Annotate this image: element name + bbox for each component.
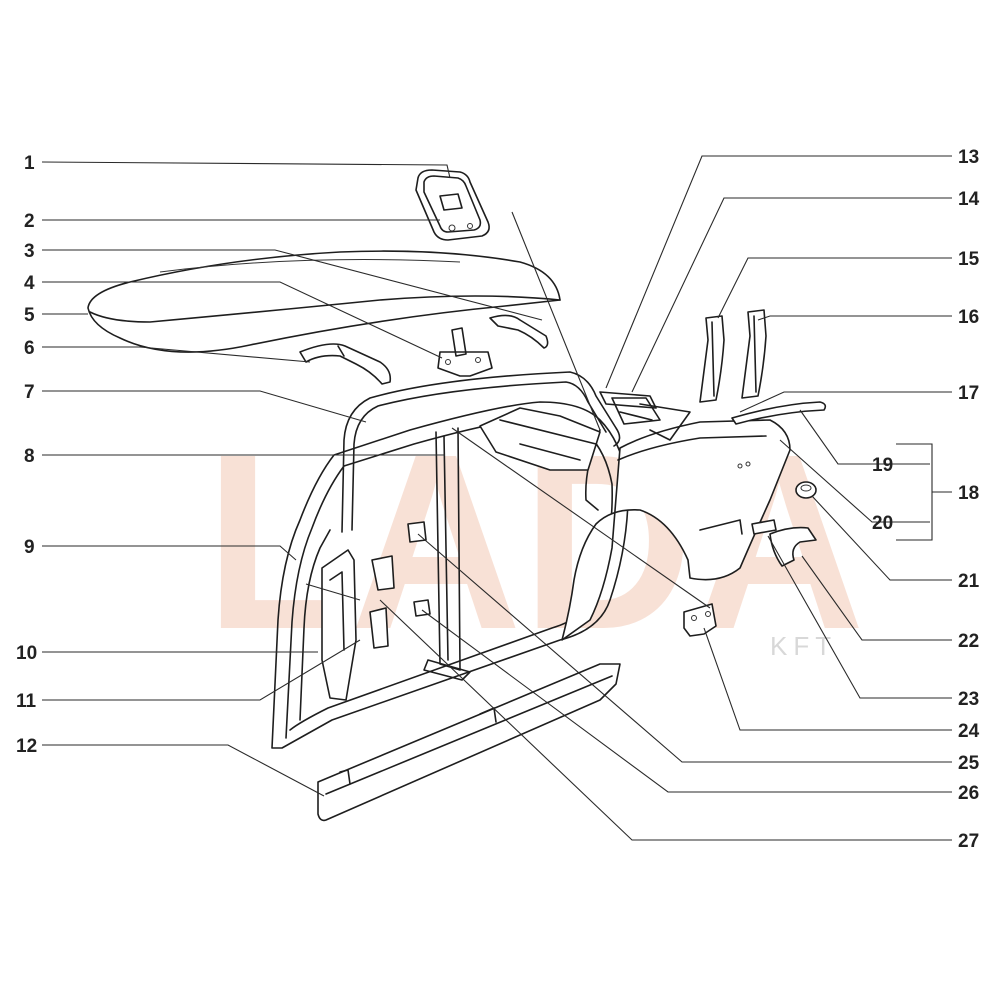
callout-18: 18 xyxy=(958,483,979,504)
callout-25: 25 xyxy=(958,753,980,774)
callout-14: 14 xyxy=(958,189,980,210)
watermark-sub: KFT xyxy=(770,631,837,661)
callout-12: 12 xyxy=(16,736,37,757)
inner-rear-panel-part xyxy=(479,407,601,471)
callout-4: 4 xyxy=(24,273,35,294)
callout-labels: 1 2 3 4 5 6 7 8 9 10 11 12 13 14 15 16 1… xyxy=(16,147,980,852)
callout-21: 21 xyxy=(958,571,980,592)
grommet-part xyxy=(795,481,817,499)
callout-9: 9 xyxy=(24,537,35,558)
callout-15: 15 xyxy=(958,249,980,270)
pillar-strips-part xyxy=(699,309,767,403)
callout-23: 23 xyxy=(958,689,979,710)
small-bracket-part xyxy=(769,526,817,567)
callout-17: 17 xyxy=(958,383,979,404)
clip-part xyxy=(751,519,777,535)
rear-window-strip-part xyxy=(731,401,827,425)
callout-2: 2 xyxy=(24,211,35,232)
leader-lines xyxy=(41,155,952,841)
rear-quarter-panel-part xyxy=(561,397,791,641)
callout-24: 24 xyxy=(958,721,980,742)
callout-5: 5 xyxy=(24,305,35,326)
sill-part xyxy=(317,663,621,822)
callout-19: 19 xyxy=(872,455,893,476)
roof-bracket-part xyxy=(415,169,490,241)
callout-1: 1 xyxy=(24,153,35,174)
roof-centre-bracket-part xyxy=(437,327,493,377)
callout-26: 26 xyxy=(958,783,979,804)
callout-16: 16 xyxy=(958,307,979,328)
roof-panel-part xyxy=(87,250,561,353)
callout-27: 27 xyxy=(958,831,979,852)
callout-11: 11 xyxy=(16,691,37,712)
callout-20: 20 xyxy=(872,513,893,534)
parts-drawing xyxy=(87,169,827,822)
callout-3: 3 xyxy=(24,241,35,262)
callout-22: 22 xyxy=(958,631,979,652)
lock-plate-part xyxy=(683,603,717,637)
roof-bow-left-part xyxy=(299,343,392,385)
callout-10: 10 xyxy=(16,643,37,664)
callout-7: 7 xyxy=(24,382,35,403)
rear-rails-part xyxy=(599,391,657,421)
callout-8: 8 xyxy=(24,446,35,467)
pillar-reinforcement-part xyxy=(321,549,395,701)
callout-13: 13 xyxy=(958,147,979,168)
roof-side-rail-part xyxy=(341,371,621,533)
callout-6: 6 xyxy=(24,338,35,359)
roof-bow-right-part xyxy=(489,314,549,349)
